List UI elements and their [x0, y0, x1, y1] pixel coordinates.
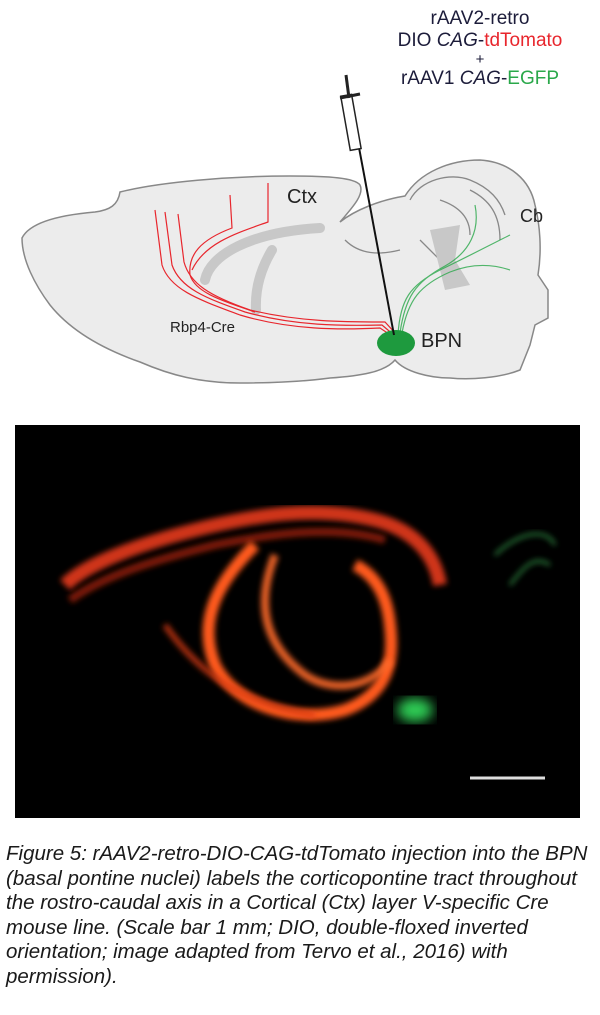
cb-label: Cb	[520, 206, 544, 226]
brain-schematic	[21, 74, 549, 384]
bpn-green-signal	[397, 698, 433, 722]
ctx-label: Ctx	[287, 186, 317, 208]
corpus-callosum	[200, 223, 325, 285]
bpn-label: BPN	[421, 330, 463, 352]
bpn-injection-site	[377, 330, 415, 356]
cre-line-label: Rbp4-Cre	[170, 319, 236, 336]
injection-label: rAAV2-retro DIO CAG-tdTomato + rAAV1 CAG…	[360, 8, 600, 90]
vector-prefix: rAAV1	[400, 68, 460, 89]
green-projections	[397, 204, 511, 336]
vector-prefix: DIO	[397, 30, 437, 51]
syringe-icon	[339, 74, 395, 336]
cerebellar-white-matter	[430, 225, 470, 290]
vector-line-1: rAAV2-retro	[430, 8, 530, 29]
cortex-outer-signal	[67, 527, 387, 604]
micrograph-image	[60, 505, 557, 780]
fluorescence-micrograph	[15, 425, 580, 818]
dash: -	[500, 68, 508, 89]
vector-line-4: rAAV1 CAG-EGFP	[360, 68, 600, 90]
tdtomato-label: tdTomato	[484, 30, 563, 51]
cortex-layer-v-signal	[60, 505, 447, 591]
vector-line-2: DIO CAG-tdTomato	[360, 30, 600, 52]
corticopontine-tract-signal	[202, 540, 398, 721]
corticopontine-tract	[154, 183, 397, 339]
egfp-label: EGFP	[507, 68, 560, 89]
cerebellum-folia	[344, 176, 506, 271]
hippocampus	[250, 245, 277, 315]
dash: -	[477, 30, 485, 51]
promoter-label: CAG	[459, 68, 501, 89]
plus-sign: +	[475, 51, 485, 68]
figure-caption: Figure 5: rAAV2-retro-DIO-CAG-tdTomato i…	[6, 842, 588, 988]
brain-outline	[21, 159, 549, 384]
cerebellum-green-signal	[493, 532, 557, 586]
promoter-label: CAG	[436, 30, 478, 51]
